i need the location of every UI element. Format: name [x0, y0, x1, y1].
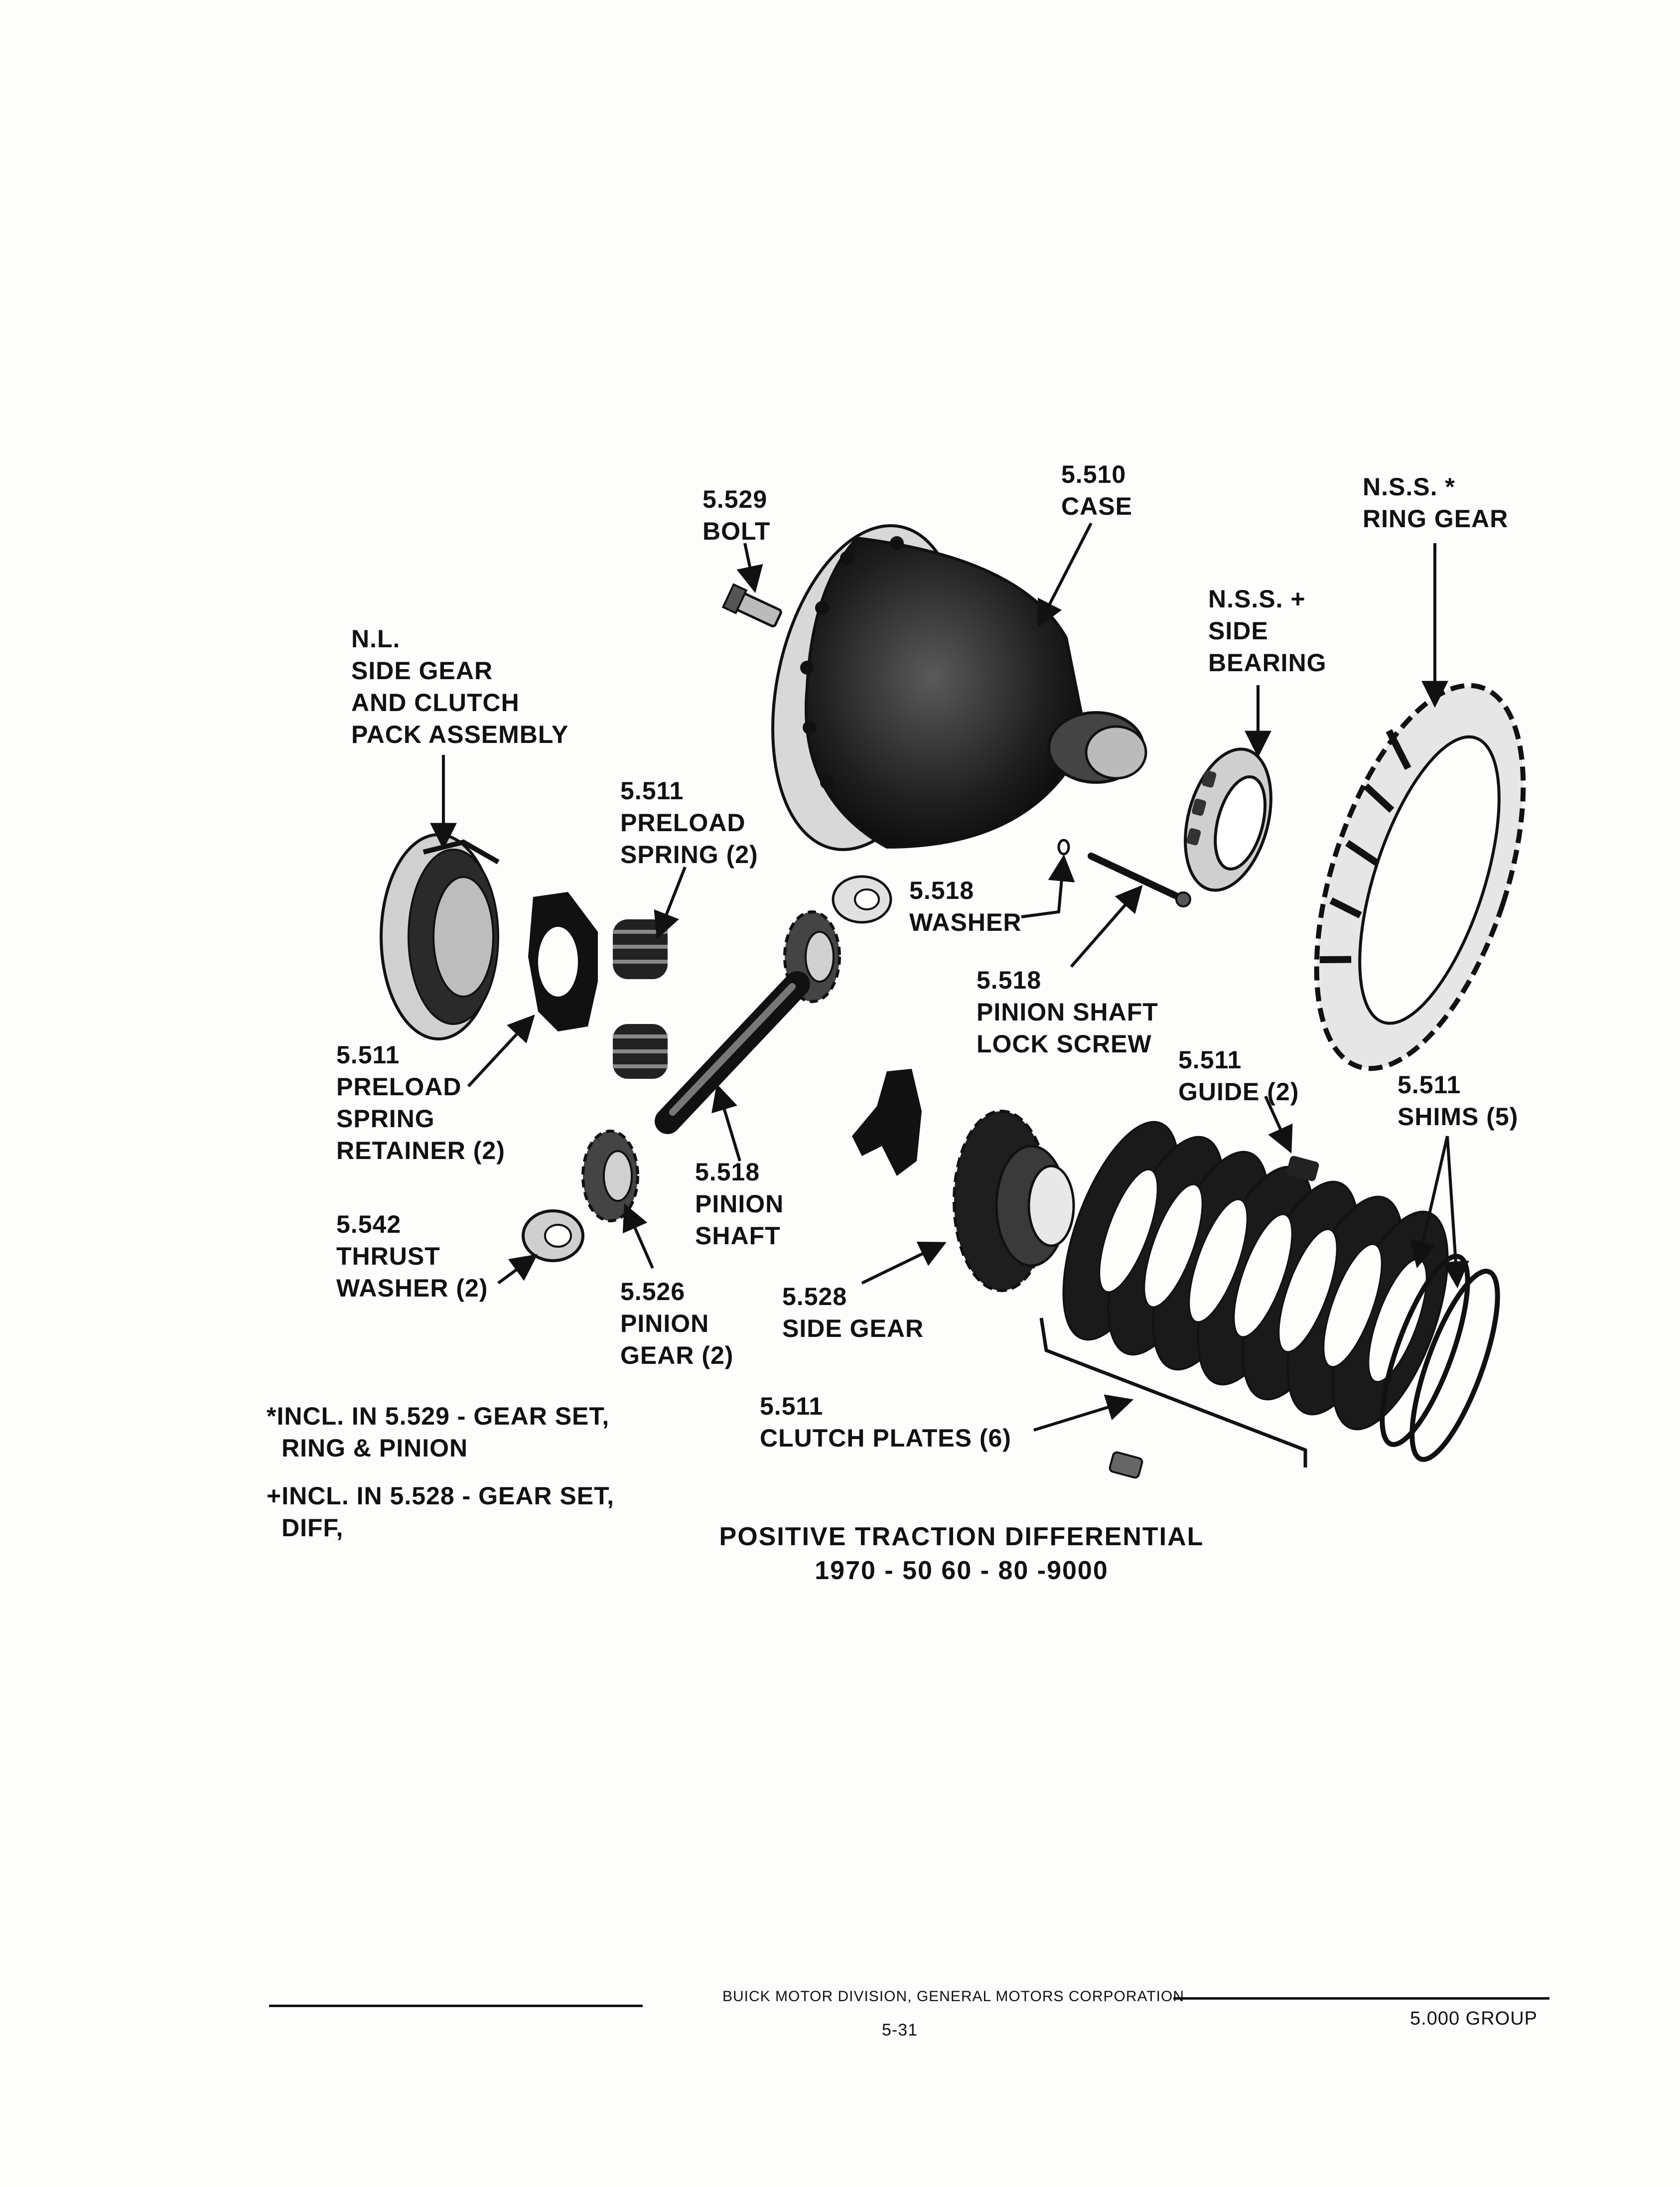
clutch-plates-bracket: [1039, 1317, 1307, 1467]
footer-rule-right: [1173, 1997, 1549, 2000]
side-gear: [953, 1110, 1075, 1292]
thrust-washer: [522, 875, 892, 1262]
differential-case: [771, 524, 1147, 851]
ring-gear: [1314, 683, 1526, 1071]
pinion-shaft: [655, 971, 810, 1134]
shims: [1380, 1254, 1500, 1462]
footer-page-number: 5-31: [882, 2021, 918, 2040]
bolt: [721, 583, 782, 628]
preload-springs: [613, 919, 668, 1079]
footnote-gear-set-diff: +INCL. IN 5.528 - GEAR SET,DIFF,: [267, 1482, 615, 1542]
footer-rule-left: [269, 2005, 643, 2007]
preload-spring-retainer: [528, 892, 598, 1031]
footnote-ring-pinion: *INCL. IN 5.529 - GEAR SET,RING & PINION: [267, 1402, 610, 1462]
leader-lines: [430, 522, 1469, 1432]
pinion-shaft-lock-screw: [1057, 839, 1191, 907]
footer-group: 5.000 GROUP: [1410, 2008, 1538, 2029]
preload-spring-retainer-2: [852, 1069, 922, 1176]
footer-publisher: BUICK MOTOR DIVISION, GENERAL MOTORS COR…: [722, 1988, 1184, 2005]
side-bearing: [1184, 747, 1272, 892]
clutch-pack-assembly: [380, 833, 500, 1040]
guides: [1109, 1156, 1319, 1479]
label-ring-gear: N.S.S. *RING GEAR: [1363, 473, 1509, 533]
clutch-plate-holes: [1099, 1168, 1427, 1383]
